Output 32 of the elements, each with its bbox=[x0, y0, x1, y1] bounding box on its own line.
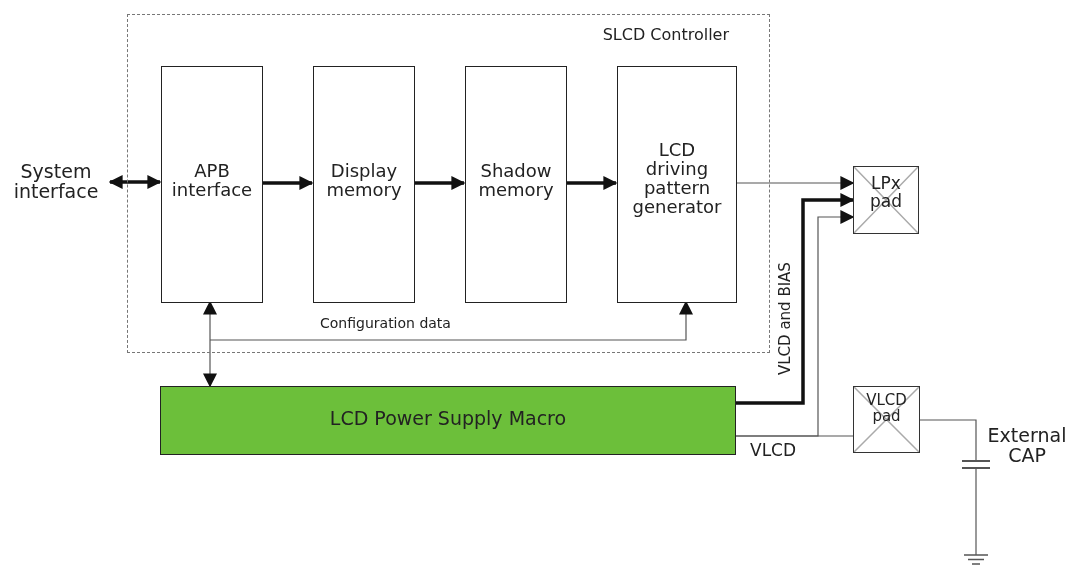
block-box bbox=[313, 66, 415, 303]
capacitor-caption: External CAP bbox=[986, 426, 1068, 466]
arrow bbox=[735, 210, 855, 437]
block-box bbox=[465, 66, 567, 303]
pad-box bbox=[853, 386, 920, 453]
arrow bbox=[414, 176, 466, 190]
block-label: LCD driving pattern generator bbox=[632, 141, 722, 217]
pad-label: LPx pad bbox=[869, 175, 903, 211]
block-label: Shadow memory bbox=[477, 162, 555, 200]
edge-label: Configuration data bbox=[318, 315, 453, 331]
ground-symbol bbox=[964, 553, 988, 566]
edge-label: VLCD bbox=[749, 440, 798, 460]
group-title: SLCD Controller bbox=[602, 27, 729, 44]
edge-label: VLCD and BIAS bbox=[776, 261, 794, 377]
arrow bbox=[262, 176, 314, 190]
arrow bbox=[736, 193, 855, 405]
interface-label: System interface bbox=[12, 162, 100, 202]
connector-line bbox=[919, 419, 977, 462]
capacitor-symbol bbox=[962, 458, 990, 472]
arrow bbox=[108, 175, 162, 189]
connector-line bbox=[975, 467, 977, 556]
block-label: LCD Power Supply Macro bbox=[328, 409, 568, 429]
pad-box bbox=[853, 166, 919, 234]
controller-group-box bbox=[127, 14, 770, 353]
block-label: Display memory bbox=[325, 162, 403, 200]
arrow bbox=[735, 176, 855, 190]
block-box bbox=[617, 66, 737, 303]
pad-label: VLCD pad bbox=[865, 393, 908, 425]
block-label: APB interface bbox=[170, 162, 254, 200]
block-box bbox=[161, 66, 263, 303]
power-supply-block bbox=[160, 386, 736, 455]
arrow bbox=[566, 176, 618, 190]
